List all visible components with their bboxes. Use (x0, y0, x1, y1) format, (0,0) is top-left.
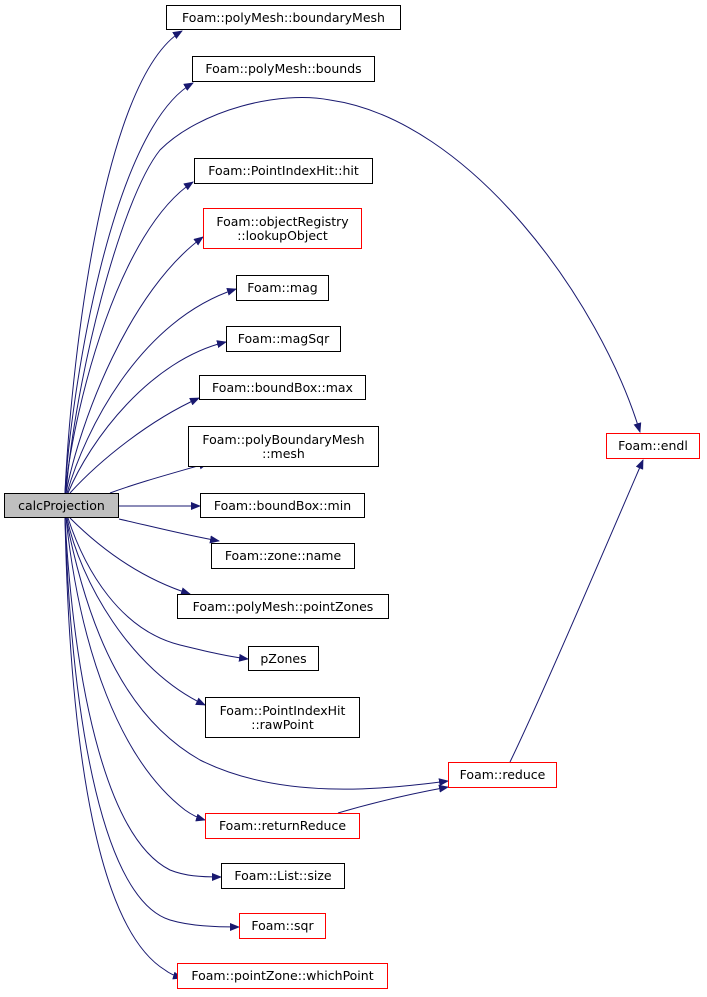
edge-calcprojection-to-endl (65, 97, 642, 494)
node-label-line: ::mesh (262, 445, 305, 461)
node-reduce[interactable]: Foam::reduce (448, 762, 557, 788)
node-label-line: Foam::PointIndexHit (219, 702, 346, 718)
node-max[interactable]: Foam::boundBox::max (199, 375, 366, 400)
node-min[interactable]: Foam::boundBox::min (200, 493, 365, 518)
node-pointzones[interactable]: Foam::polyMesh::pointZones (177, 594, 389, 619)
node-hit[interactable]: Foam::PointIndexHit::hit (194, 158, 373, 184)
node-label-line: Foam::objectRegistry (216, 213, 349, 229)
node-bounds[interactable]: Foam::polyMesh::bounds (192, 56, 375, 82)
node-lookupobject[interactable]: Foam::objectRegistry::lookupObject (203, 208, 362, 249)
node-label-line: ::rawPoint (251, 716, 314, 732)
edge-calcprojection-to-reduce (65, 517, 449, 790)
edge-calcprojection-to-size (64, 517, 222, 881)
node-label-line: ::lookupObject (237, 227, 328, 243)
node-label-line: pZones (260, 650, 307, 666)
node-sqr[interactable]: Foam::sqr (239, 913, 326, 939)
node-whichpoint[interactable]: Foam::pointZone::whichPoint (177, 963, 388, 989)
edge-returnreduce-to-reduce (337, 784, 449, 814)
node-returnreduce[interactable]: Foam::returnReduce (205, 813, 360, 839)
node-label-line: Foam::polyMesh::pointZones (192, 598, 374, 614)
root-node-calcprojection: calcProjection (4, 493, 119, 518)
node-label-line: Foam::returnReduce (218, 818, 347, 833)
edge-calcprojection-to-returnreduce (65, 517, 206, 822)
edge-calcprojection-to-lookupobject (65, 236, 204, 494)
node-label-line: Foam::polyMesh::bounds (205, 61, 362, 76)
node-boundarymesh[interactable]: Foam::polyMesh::boundaryMesh (166, 5, 401, 30)
node-label-line: Foam::boundBox::max (212, 379, 353, 395)
node-rawpoint[interactable]: Foam::PointIndexHit::rawPoint (205, 697, 360, 738)
node-label-line: Foam::boundBox::min (213, 497, 352, 513)
node-mesh[interactable]: Foam::polyBoundaryMesh::mesh (188, 426, 379, 467)
node-magsqr[interactable]: Foam::magSqr (226, 326, 341, 352)
edge-calcprojection-to-mesh (109, 461, 209, 494)
node-label-line: Foam::List::size (234, 868, 332, 883)
edge-calcprojection-to-hit (64, 181, 194, 494)
edge-calcprojection-to-rawpoint (66, 517, 206, 706)
edge-calcprojection-to-mag (66, 287, 237, 494)
edge-calcprojection-to-whichpoint (64, 517, 183, 980)
edge-calcprojection-to-magsqr (67, 340, 227, 494)
edge-reduce-to-endl (509, 459, 644, 763)
edge-calcprojection-to-bounds (64, 82, 194, 494)
edge-calcprojection-to-max (69, 397, 200, 494)
node-size[interactable]: Foam::List::size (221, 863, 345, 889)
edge-calcprojection-to-pzones (67, 517, 249, 662)
node-label-line: Foam::PointIndexHit::hit (208, 163, 359, 178)
node-name[interactable]: Foam::zone::name (211, 543, 355, 569)
node-label-line: Foam::pointZone::whichPoint (191, 968, 374, 983)
root-node-label: calcProjection (18, 497, 105, 513)
edge-calcprojection-to-name (118, 518, 220, 544)
node-label-line: Foam::polyMesh::boundaryMesh (182, 9, 385, 25)
node-label-line: Foam::endl (618, 438, 688, 453)
node-label-line: Foam::polyBoundaryMesh (202, 431, 365, 447)
edge-calcprojection-to-sqr (64, 517, 240, 931)
edge-calcprojection-to-pointzones (69, 517, 191, 596)
edge-layer (64, 30, 644, 980)
node-label-line: Foam::mag (247, 280, 318, 295)
node-label-line: Foam::reduce (459, 767, 546, 782)
node-label-line: Foam::sqr (251, 918, 314, 933)
node-label-line: Foam::zone::name (224, 548, 342, 563)
edge-calcprojection-to-boundarymesh (64, 30, 183, 494)
node-pzones[interactable]: pZones (248, 646, 319, 671)
node-mag[interactable]: Foam::mag (236, 275, 329, 301)
node-endl[interactable]: Foam::endl (606, 433, 700, 459)
node-label-line: Foam::magSqr (237, 331, 330, 346)
